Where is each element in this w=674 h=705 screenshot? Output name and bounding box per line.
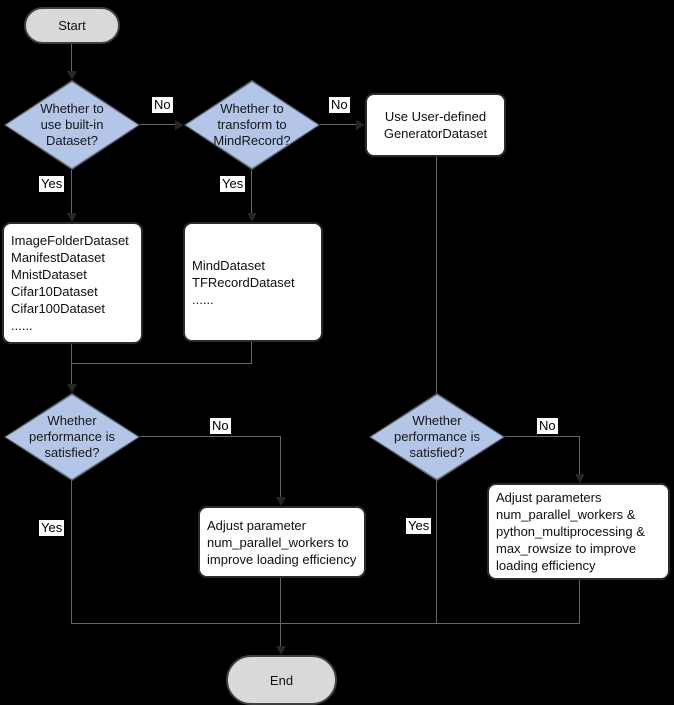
edge-builtinbox-down <box>71 344 72 363</box>
ellipsis-line: ...... <box>192 291 214 307</box>
arrow-right-icon <box>175 120 184 130</box>
edge-perf-right-no-v <box>579 436 580 474</box>
adjust-parameter-box-left: Adjust parameter num_parallel_workers to… <box>198 506 366 578</box>
decision-line: performance is <box>29 429 115 444</box>
dataset-name: Cifar10Dataset <box>11 284 98 299</box>
edge-label-yes: Yes <box>220 176 246 192</box>
edge-label-no: No <box>329 97 350 113</box>
edge-start-to-builtin <box>71 44 72 72</box>
builtin-datasets-box: ImageFolderDataset ManifestDataset Mnist… <box>2 222 143 344</box>
decision-line: MindRecord? <box>213 133 291 148</box>
box-line: num_parallel_workers & <box>496 507 636 522</box>
edge-bottom-merge <box>71 623 580 624</box>
edge-mindrecordbox-down <box>251 342 252 363</box>
dataset-name: ImageFolderDataset <box>11 233 129 248</box>
decision-line: Whether to <box>220 101 284 116</box>
dataset-name: ManifestDataset <box>11 250 105 265</box>
box-line: Use User-defined <box>384 109 487 124</box>
adjust-parameters-box-right: Adjust parameters num_parallel_workers &… <box>487 483 670 580</box>
edge-perf-right-yes <box>436 481 437 623</box>
arrow-right-icon <box>356 120 365 130</box>
edge-label-yes: Yes <box>39 520 65 536</box>
edge-perf-right-no-h <box>505 436 580 437</box>
edge-merge-to-perf-left <box>71 363 72 384</box>
decision-line: Whether to <box>40 101 104 116</box>
edge-label-no: No <box>210 418 231 434</box>
user-defined-generator-box: Use User-defined GeneratorDataset <box>365 93 506 157</box>
edge-to-end <box>280 578 281 646</box>
end-label: End <box>269 672 294 688</box>
edge-label-no: No <box>152 97 173 113</box>
decision-label: Whether to use built-in Dataset? <box>4 80 140 170</box>
dataset-name: Cifar100Dataset <box>11 301 105 316</box>
decision-line: Whether <box>47 413 97 428</box>
box-line: python_multiprocessing & <box>496 524 645 539</box>
edge-label-no: No <box>537 418 558 434</box>
edge-generator-to-perf-right <box>436 157 437 393</box>
edge-mindrecord-no <box>320 124 357 125</box>
arrow-down-icon <box>67 71 77 80</box>
arrow-down-icon <box>67 384 77 393</box>
ellipsis-line: ...... <box>11 318 33 333</box>
decision-line: Whether <box>412 413 462 428</box>
decision-line: transform to <box>217 117 287 132</box>
decision-line: satisfied? <box>44 445 100 460</box>
edge-label-yes: Yes <box>39 176 65 192</box>
box-line: max_rowsize to improve <box>496 541 637 556</box>
edge-label-yes: Yes <box>406 518 432 534</box>
decision-line: use built-in <box>40 117 104 132</box>
box-line: GeneratorDataset <box>383 126 488 141</box>
decision-performance-left: Whether performance is satisfied? <box>4 393 140 481</box>
arrow-down-icon <box>276 497 286 506</box>
edge-mindrecord-yes <box>251 170 252 214</box>
decision-line: Dataset? <box>45 133 99 148</box>
decision-label: Whether performance is satisfied? <box>369 393 505 481</box>
dataset-name: TFRecordDataset <box>192 274 295 290</box>
box-line: Adjust parameters <box>496 490 602 505</box>
edge-merge-horizontal <box>71 363 252 364</box>
edge-perf-left-no-v <box>280 436 281 497</box>
dataset-name: MnistDataset <box>11 267 87 282</box>
decision-label: Whether performance is satisfied? <box>4 393 140 481</box>
decision-transform-mindrecord: Whether to transform to MindRecord? <box>184 80 320 170</box>
arrow-down-icon <box>67 213 77 222</box>
arrow-down-icon <box>276 646 286 655</box>
dataset-name: MindDataset <box>192 257 265 273</box>
edge-perf-left-yes <box>71 481 72 623</box>
arrow-down-icon <box>575 474 585 483</box>
mindrecord-datasets-box: MindDataset TFRecordDataset ...... <box>183 222 323 342</box>
decision-label: Whether to transform to MindRecord? <box>184 80 320 170</box>
edge-perf-left-no-h <box>140 436 281 437</box>
edge-adjust-right-down <box>579 580 580 623</box>
box-line: loading efficiency <box>496 558 596 573</box>
end-node: End <box>226 655 337 705</box>
arrow-down-icon <box>247 213 257 222</box>
box-line: improve loading efficiency <box>207 551 357 567</box>
start-label: Start <box>58 18 86 33</box>
decision-line: performance is <box>394 429 480 444</box>
start-node: Start <box>24 7 120 44</box>
decision-performance-right: Whether performance is satisfied? <box>369 393 505 481</box>
box-line: num_parallel_workers to <box>207 534 349 550</box>
decision-use-builtin-dataset: Whether to use built-in Dataset? <box>4 80 140 170</box>
edge-builtin-yes <box>71 170 72 214</box>
edge-builtin-no <box>140 124 176 125</box>
box-line: Adjust parameter <box>207 517 306 533</box>
decision-line: satisfied? <box>409 445 465 460</box>
